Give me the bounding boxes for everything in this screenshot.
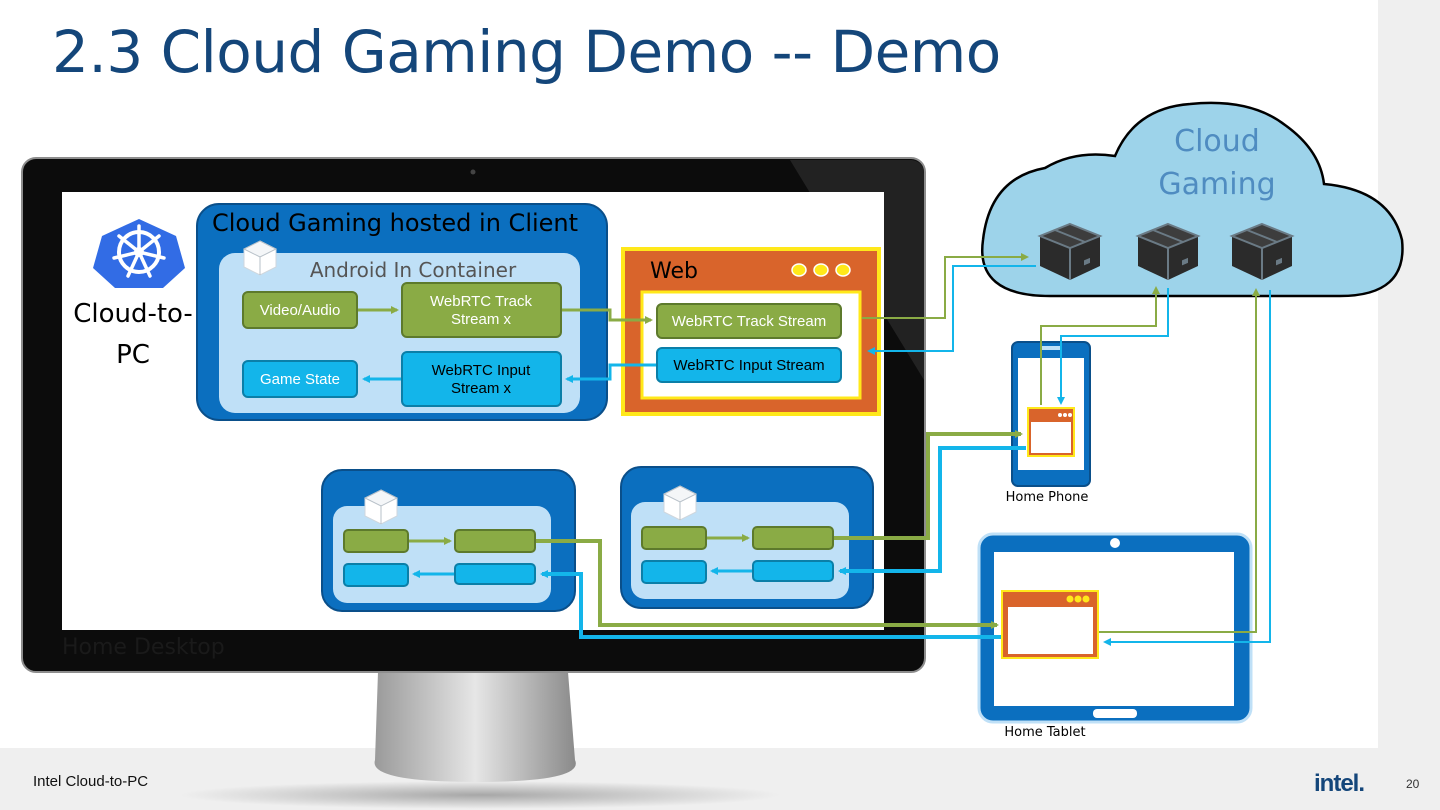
tablet-window-dots-icon [1066, 595, 1090, 603]
window-dots-icon [791, 263, 851, 277]
tablet-browser-content [1008, 607, 1093, 654]
input-node-2 [454, 563, 536, 585]
container-package-icon-2 [364, 489, 398, 525]
video-node-2 [343, 529, 409, 553]
track-stream-x-label-line1: WebRTC Track [430, 293, 532, 310]
game-state-node [242, 360, 358, 398]
home-desktop-label: Home Desktop [62, 635, 225, 660]
cloud-to-pc-caption-line2: PC [116, 340, 150, 370]
input-stream-x-label-line2: Stream x [451, 380, 512, 397]
cloud-label-line1: Cloud [1174, 124, 1260, 159]
container-box-3 [631, 502, 849, 599]
kubernetes-logo-icon [93, 219, 185, 288]
cloud-to-pc-caption-line1: Cloud-to- [73, 299, 193, 329]
track-stream-x-label-line2: Stream x [451, 311, 512, 328]
right-margin-strip [1378, 0, 1440, 810]
webrtc-input-stream-x-node [401, 351, 562, 407]
video-audio-node [242, 291, 358, 329]
client-box-title: Cloud Gaming hosted in Client [212, 209, 578, 237]
footer-text: Intel Cloud-to-PC [33, 773, 149, 790]
link-client3-to-phone [834, 430, 1023, 540]
web-input-stream-node [656, 347, 842, 383]
link-web-track-to-cloud [862, 253, 1029, 319]
web-input-stream-label: WebRTC Input Stream [673, 357, 824, 374]
monitor-stand [374, 672, 576, 782]
monitor-shadow [180, 781, 780, 809]
state-node-3 [641, 560, 707, 584]
intel-logo: intel. [1314, 770, 1365, 797]
monitor-camera [470, 169, 476, 175]
web-track-stream-node [656, 303, 842, 339]
link-tablet-to-cloud [1099, 288, 1260, 633]
link-cloud-to-phone [1057, 288, 1169, 405]
link-phone-to-cloud [1040, 286, 1160, 405]
cloud-label-line2: Gaming [1158, 167, 1275, 202]
input-stream-x-label-line1: WebRTC Input [432, 362, 531, 379]
slide-title: 2.3 Cloud Gaming Demo -- Demo [52, 18, 1001, 86]
video-node-3 [641, 526, 707, 550]
video-audio-label: Video/Audio [260, 302, 341, 319]
link-cloud-to-web-input [867, 265, 1036, 355]
home-phone-label: Home Phone [1006, 490, 1089, 505]
link-cloud-to-tablet [1103, 290, 1271, 646]
tablet-home-button [1093, 709, 1137, 718]
web-track-stream-label: WebRTC Track Stream [672, 313, 826, 330]
home-tablet-label: Home Tablet [1004, 725, 1085, 740]
phone-speaker [1040, 346, 1062, 350]
android-container-title: Android In Container [310, 258, 517, 282]
link-tablet-to-client2 [540, 570, 1001, 639]
web-box-title: Web [650, 259, 698, 284]
link-client2-to-tablet [536, 539, 999, 629]
webrtc-track-stream-x-node [401, 282, 562, 338]
page-number: 20 [1406, 777, 1420, 791]
container-package-icon-3 [663, 485, 697, 521]
input-node-3 [752, 560, 834, 582]
container-package-icon [243, 240, 277, 276]
link-phone-to-client3 [838, 446, 1026, 575]
container-box-2 [333, 506, 551, 603]
game-state-label: Game State [260, 371, 340, 388]
arrow-web-to-input [565, 363, 656, 383]
phone-window-dots-icon [1058, 413, 1072, 417]
state-node-2 [343, 563, 409, 587]
arrow-track-to-web [562, 308, 653, 324]
track-node-3 [752, 526, 834, 550]
phone-browser-content [1031, 422, 1071, 453]
tablet-camera [1110, 538, 1120, 548]
track-node-2 [454, 529, 536, 553]
